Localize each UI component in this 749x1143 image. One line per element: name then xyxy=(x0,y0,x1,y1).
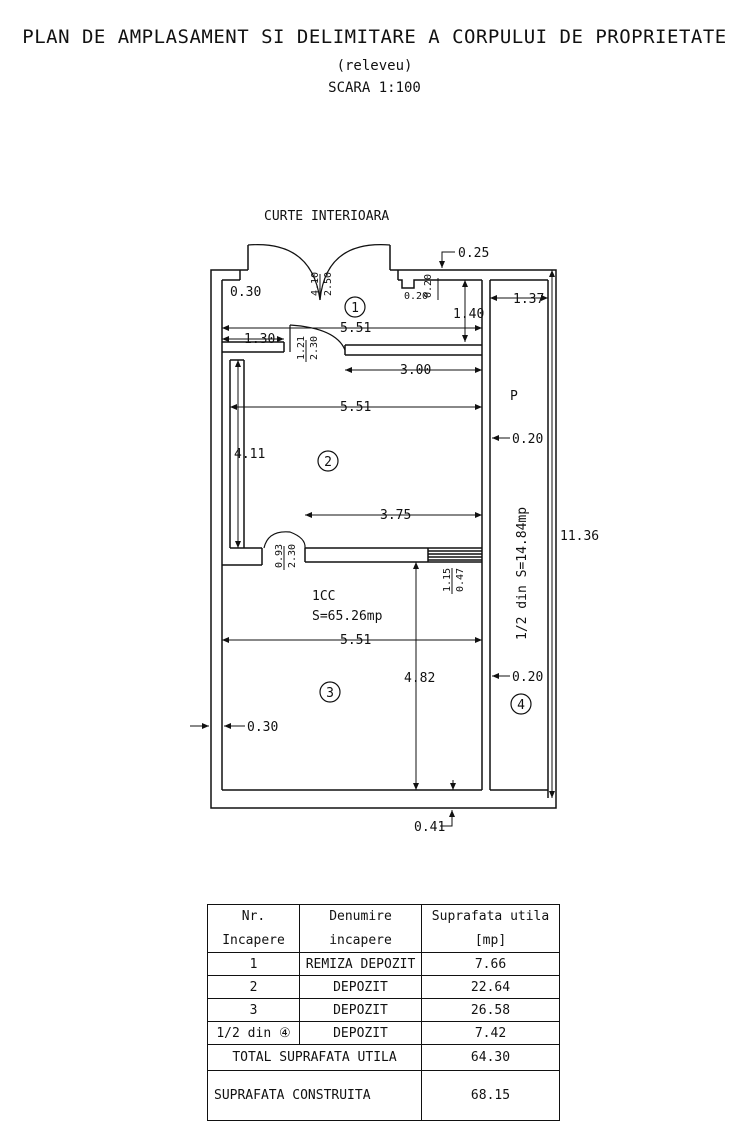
dim-total-height: 11.36 xyxy=(560,529,599,544)
table-row: 1 REMIZA DEPOZIT 7.66 xyxy=(207,952,560,976)
dim-pillar-a: 0.20 xyxy=(404,291,428,302)
door-arc-3 xyxy=(263,531,306,549)
col-header-name: Denumire xyxy=(299,904,422,929)
dim-room3-depth: 4.82 xyxy=(404,671,435,686)
drawing-scale: SCARA 1:100 xyxy=(328,80,421,96)
unit-label: 1CC xyxy=(312,589,335,604)
table-row: 1/2 din ④ DEPOZIT 7.42 xyxy=(207,1021,560,1045)
walls xyxy=(210,245,557,809)
col-header-nr-2: Incapere xyxy=(207,928,300,953)
dim-left-wall-top: 0.30 xyxy=(230,285,261,300)
dim-door2-a: 1.21 xyxy=(296,336,307,360)
dim-strip-width: 1.37 xyxy=(513,292,544,307)
room-markers xyxy=(317,296,532,715)
dim-door3-b: 2.30 xyxy=(287,544,298,568)
dim-room2-width: 5.51 xyxy=(340,400,371,415)
row-name: DEPOZIT xyxy=(299,998,422,1022)
room-4-number: 4 xyxy=(517,698,525,713)
courtyard-label: CURTE INTERIOARA xyxy=(264,209,389,224)
area-table: Nr. Denumire Suprafata utila Incapere in… xyxy=(207,904,560,1121)
row-area: 22.64 xyxy=(421,975,560,999)
dim-door2-b: 2.30 xyxy=(309,336,320,360)
col-header-nr: Nr. xyxy=(207,904,300,929)
room-2-number: 2 xyxy=(324,455,332,470)
row-area: 26.58 xyxy=(421,998,560,1022)
floor-plan: CURTE INTERIOARA 1 2 3 4 P 1CC S=65.26mp… xyxy=(190,209,599,835)
dim-top-slab: 0.25 xyxy=(458,246,489,261)
room-3-marker xyxy=(319,681,341,703)
dim-room1-depth: 1.40 xyxy=(453,307,484,322)
dim-span: 3.75 xyxy=(380,508,411,523)
dim-bottom-wall: 0.41 xyxy=(414,820,445,835)
col-header-area-2: [mp] xyxy=(421,928,560,953)
dim-stair-b: 0.47 xyxy=(455,568,466,592)
doors xyxy=(247,244,391,549)
strip-letter: P xyxy=(510,389,518,404)
drawing-subtitle: (releveu) xyxy=(336,58,413,74)
row-nr: 3 xyxy=(207,998,300,1022)
dim-wall-left: 0.30 xyxy=(247,720,278,735)
dim-door1-a: 4.10 xyxy=(310,272,321,296)
row-area: 7.66 xyxy=(421,952,560,976)
total-label: TOTAL SUPRAFATA UTILA xyxy=(207,1044,422,1071)
room-2-marker xyxy=(317,450,339,472)
row-nr: 1 xyxy=(207,952,300,976)
dim-room2-depth: 4.11 xyxy=(234,447,265,462)
dim-wall-a: 0.20 xyxy=(512,432,543,447)
dim-opening: 3.00 xyxy=(400,363,431,378)
built-value: 68.15 xyxy=(421,1070,560,1121)
strip-area-label: 1/2 din S=14.84mp xyxy=(515,507,530,640)
room-4-marker xyxy=(510,693,532,715)
outer-wall xyxy=(210,269,557,809)
dim-wall-b: 0.20 xyxy=(512,670,543,685)
dim-room1-width: 5.51 xyxy=(340,321,371,336)
total-value: 64.30 xyxy=(421,1044,560,1071)
dimension-lines xyxy=(190,251,555,827)
row-name: DEPOZIT xyxy=(299,1021,422,1045)
door-arc-left xyxy=(247,244,321,301)
dim-door3-a: 0.93 xyxy=(274,544,285,568)
room-1-number: 1 xyxy=(351,301,359,316)
built-label: SUPRAFATA CONSTRUITA xyxy=(207,1070,422,1121)
room-3-number: 3 xyxy=(326,686,334,701)
dim-door1-b: 2.50 xyxy=(323,272,334,296)
table-row: 3 DEPOZIT 26.58 xyxy=(207,998,560,1022)
col-header-name-2: incapere xyxy=(299,928,422,953)
unit-area: S=65.26mp xyxy=(312,609,383,624)
row-name: DEPOZIT xyxy=(299,975,422,999)
dim-pillar-b: 0.20 xyxy=(423,274,434,298)
dim-stair-a: 1.15 xyxy=(442,568,453,592)
row-nr: 1/2 din ④ xyxy=(207,1021,300,1045)
door-arc-right xyxy=(319,244,391,301)
drawing-title: PLAN DE AMPLASAMENT SI DELIMITARE A CORP… xyxy=(22,26,727,48)
dim-room3-width: 5.51 xyxy=(340,633,371,648)
room-1-marker xyxy=(344,296,366,318)
dim-corridor: 1.30 xyxy=(244,332,275,347)
col-header-area: Suprafata utila xyxy=(421,904,560,929)
row-nr: 2 xyxy=(207,975,300,999)
row-area: 7.42 xyxy=(421,1021,560,1045)
row-name: REMIZA DEPOZIT xyxy=(299,952,422,976)
table-row: 2 DEPOZIT 22.64 xyxy=(207,975,560,999)
